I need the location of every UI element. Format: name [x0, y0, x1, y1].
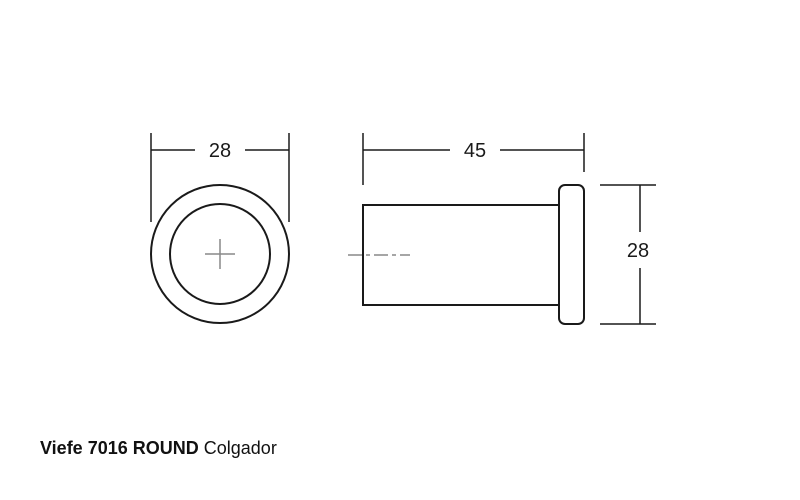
hook-body	[362, 204, 559, 306]
product-model: Viefe 7016 ROUND	[40, 438, 199, 458]
side-height-label: 28	[627, 240, 649, 262]
front-view	[150, 184, 290, 324]
front-width-dimension: 28	[150, 133, 290, 222]
inner-circle	[169, 203, 271, 305]
outer-circle	[150, 184, 290, 324]
side-length-dimension: 45	[362, 133, 585, 185]
product-caption: Viefe 7016 ROUND Colgador	[40, 438, 277, 459]
side-length-label: 45	[464, 140, 486, 162]
front-width-label: 28	[209, 140, 231, 162]
side-view	[348, 184, 585, 325]
wall-plate	[558, 184, 585, 325]
side-height-dimension: 28	[600, 184, 656, 325]
product-type: Colgador	[203, 438, 277, 458]
